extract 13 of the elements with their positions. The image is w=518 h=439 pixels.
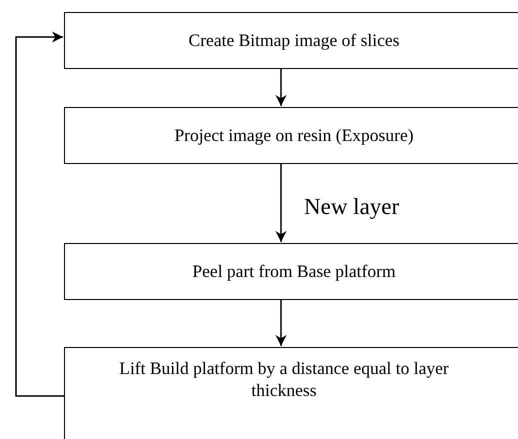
process-box (64, 107, 518, 164)
arrow (276, 69, 286, 106)
process-box (64, 12, 518, 69)
step-text: Lift Build platform by a distance equal to layer thickness (118, 358, 450, 402)
process-box (64, 243, 518, 300)
arrow (276, 164, 286, 242)
process-box (64, 347, 518, 439)
step-text: Create Bitmap image of slices (188, 30, 400, 52)
arrow (276, 300, 286, 346)
step-text: Project image on resin (Exposure) (174, 124, 414, 146)
step-text: Peel part from Base platform (192, 260, 396, 282)
edge-label: New layer (304, 195, 400, 218)
arrow (15, 32, 64, 397)
